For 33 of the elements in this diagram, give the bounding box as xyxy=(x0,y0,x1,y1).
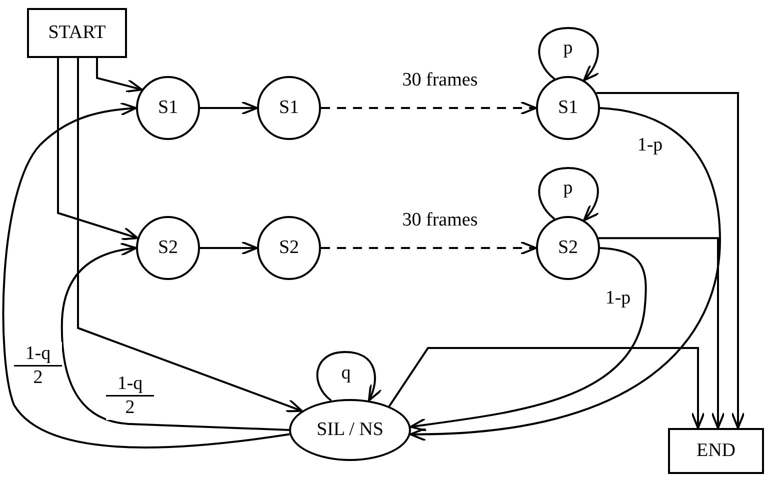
arrow xyxy=(598,237,725,429)
arrow xyxy=(96,58,143,93)
edge-label: 1-p xyxy=(605,288,631,308)
state-circle: S1 xyxy=(257,76,321,140)
arrow xyxy=(57,58,139,240)
edge-label: 1-p xyxy=(637,136,663,154)
edge-label: q xyxy=(341,364,351,382)
arrow xyxy=(538,167,600,222)
arrow xyxy=(2,102,290,448)
arrow xyxy=(61,242,290,431)
edge-label: 30 frames xyxy=(402,70,478,90)
arrow xyxy=(410,247,647,432)
state-circle: S1 xyxy=(536,76,600,140)
state-box: END xyxy=(668,428,764,474)
state-circle: S2 xyxy=(257,216,321,280)
arrow xyxy=(538,27,600,82)
arrow xyxy=(321,101,537,115)
arrow xyxy=(321,241,537,255)
arrow xyxy=(596,92,745,429)
arrow xyxy=(316,351,382,402)
state-circle: S1 xyxy=(136,76,200,140)
state-box: START xyxy=(27,8,127,58)
edge-label: p xyxy=(563,38,573,58)
arrow xyxy=(388,347,705,429)
state-circle: S2 xyxy=(536,216,600,280)
arrow xyxy=(409,107,721,441)
arrow xyxy=(200,241,258,255)
edge-label: 30 frames xyxy=(402,210,478,230)
state-circle: S2 xyxy=(136,216,200,280)
edge-label: p xyxy=(563,178,573,198)
arrow xyxy=(200,101,258,115)
arrow xyxy=(77,58,303,412)
state-ellipse: SIL / NS xyxy=(289,399,411,461)
